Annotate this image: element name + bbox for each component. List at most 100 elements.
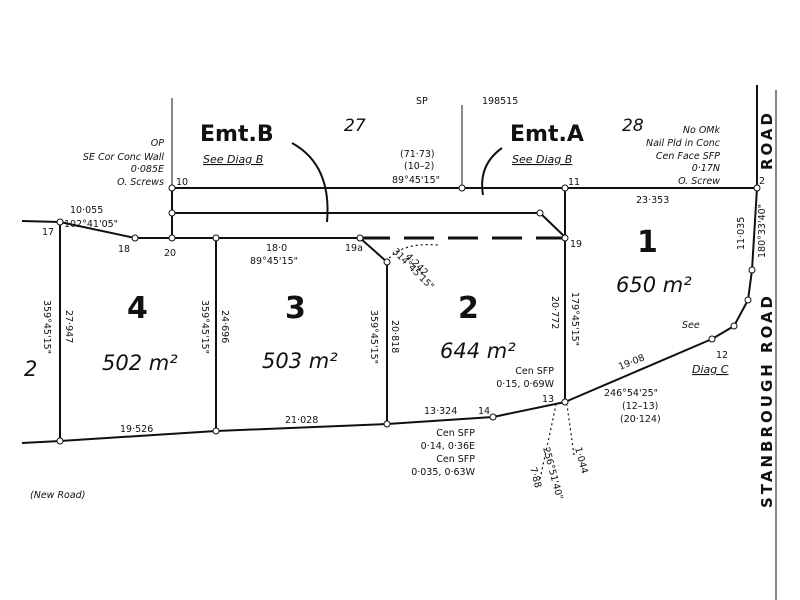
vertical-dims: 359°45'15" 27·947 359°45'15" 24·696 359°… xyxy=(41,204,768,364)
label-point-14: 14 xyxy=(478,406,490,417)
bearing-lot3-west: 359°45'15" xyxy=(199,300,210,354)
op-note-line-1: OP xyxy=(151,138,164,149)
reference-line-19a xyxy=(385,244,439,263)
bearing-east: 180°33'40" xyxy=(757,204,768,258)
bearing-13-ref: 256°51'40" xyxy=(540,446,565,501)
ne-note-line-5: O. Screw xyxy=(678,176,720,187)
boundary-line-19a-diagonal xyxy=(359,237,388,263)
lot-3-area: 503 m² xyxy=(262,349,338,373)
boundary-line-13-12 xyxy=(564,338,713,403)
point-lot4-sw xyxy=(56,437,64,445)
point-lot3-4-n xyxy=(212,234,220,242)
diag-c-ref: Diag C xyxy=(692,363,729,376)
boundary-line-17-18 xyxy=(59,221,136,239)
easement-arrows xyxy=(291,142,503,223)
label-point-17: 17 xyxy=(42,227,54,238)
lot-4-number: 4 xyxy=(127,291,148,326)
label-point-11: 11 xyxy=(568,177,580,188)
sfp14-line-3: Cen SFP xyxy=(436,454,475,465)
point-12 xyxy=(708,335,716,343)
easement-b-label: Emt.B xyxy=(200,122,274,147)
dim-lot2-west: 20·818 xyxy=(389,320,400,353)
ne-note-line-1: No OMk xyxy=(683,125,721,136)
boundary-line-corner-curve xyxy=(711,187,758,340)
boundary-line-south-stub xyxy=(21,440,61,444)
top-annotations: (71·73) (10–2) 89°45'15" 23·353 xyxy=(392,149,669,206)
south-dims: 19·526 21·028 13·324 xyxy=(120,406,457,435)
op-note-line-2: SE Cor Conc Wall xyxy=(83,152,164,163)
lot-4-area: 502 m² xyxy=(102,351,178,375)
point-curve-1 xyxy=(730,322,738,330)
dim-13-ref2: 1·044 xyxy=(572,446,590,475)
point-curve-2 xyxy=(744,296,752,304)
label-point-2: 2 xyxy=(759,176,765,187)
dim-south-lot3: 21·028 xyxy=(285,415,318,426)
lot-3-number: 3 xyxy=(285,291,306,326)
easement-b-arc xyxy=(291,142,329,223)
reference-line-13-b xyxy=(566,404,575,456)
lot-2-area: 644 m² xyxy=(440,339,516,363)
old-dim-13-12-1: (12–13) xyxy=(622,401,658,412)
easement-a-arc xyxy=(481,147,503,196)
sfp14-line-4: 0·035, 0·63W xyxy=(411,467,475,478)
diag-c-see: See xyxy=(682,320,700,331)
point-17 xyxy=(56,218,64,226)
point-19 xyxy=(561,234,569,242)
west-frontage-dims: 10·055 102°41'05" 18·0 89°45'15" xyxy=(64,205,298,267)
ne-note: No OMk Nail Pld in Conc Cen Face SFP 0·1… xyxy=(646,125,721,187)
point-11 xyxy=(561,184,569,192)
label-point-18: 18 xyxy=(118,244,130,255)
point-20 xyxy=(168,234,176,242)
easement-labels: Emt.B See Diag B Emt.A See Diag B xyxy=(200,122,584,166)
point-19a xyxy=(356,234,364,242)
easement-a-ref: See Diag B xyxy=(512,153,572,166)
point-10 xyxy=(168,184,176,192)
dim-south-lot4: 19·526 xyxy=(120,424,153,435)
boundary-line-south-lot4 xyxy=(59,430,217,442)
lot-1-area: 650 m² xyxy=(616,273,692,297)
label-point-13: 13 xyxy=(542,394,554,405)
sfp14-line-2: 0·14, 0·36E xyxy=(421,441,475,452)
point-lot2-3-n xyxy=(383,258,391,266)
point-2 xyxy=(753,184,761,192)
label-point-19: 19 xyxy=(570,239,582,250)
op-note-line-3: 0·085E xyxy=(131,164,164,175)
easement-b-ref: See Diag B xyxy=(203,153,263,166)
lot-labels: 1 650 m² 2 644 m² 3 503 m² 4 502 m² 2 xyxy=(24,225,692,381)
ne-note-line-2: Nail Pld in Conc xyxy=(646,138,721,149)
point-easement-e xyxy=(536,209,544,217)
adjacent-lot-28: 28 xyxy=(622,116,644,136)
label-point-19a: 19a xyxy=(345,243,363,254)
bearing-lot2-west: 359°45'15" xyxy=(368,310,379,364)
lot-1-number: 1 xyxy=(637,225,658,260)
lot-2-number: 2 xyxy=(458,291,479,326)
new-road-label: (New Road) xyxy=(30,490,85,501)
bearing-lot1-west: 179°45'15" xyxy=(569,292,580,346)
op-note: OP SE Cor Conc Wall 0·085E O. Screws xyxy=(83,138,164,188)
point-lot3-4-s xyxy=(212,427,220,435)
op-note-line-4: O. Screws xyxy=(117,177,164,188)
top-bearing: 89°45'15" xyxy=(392,175,440,186)
dim-south-lot2: 13·324 xyxy=(424,406,457,417)
ne-note-line-4: 0·17N xyxy=(692,163,720,174)
label-point-12: 12 xyxy=(716,350,728,361)
sfp13-line-2: 0·15, 0·69W xyxy=(496,379,554,390)
point-lot-line xyxy=(458,184,466,192)
point-lot2-3-s xyxy=(383,420,391,428)
ne-note-line-3: Cen Face SFP xyxy=(656,151,720,162)
top-road-fragment: ROAD xyxy=(758,110,776,170)
sfp13-line-1: Cen SFP xyxy=(515,366,554,377)
sfp-notes: Cen SFP 0·15, 0·69W Cen SFP 0·14, 0·36E … xyxy=(411,366,554,478)
dim-lot3-west: 24·696 xyxy=(219,310,230,343)
dim-20-19a: 18·0 xyxy=(266,243,287,254)
easement-a-label: Emt.A xyxy=(510,122,584,147)
boundary-line-west-stub xyxy=(21,220,61,223)
boundary-line-14-13 xyxy=(492,401,566,418)
bearing-20-19a: 89°45'15" xyxy=(250,256,298,267)
point-13 xyxy=(561,398,569,406)
bearing-lot4-west: 359°45'15" xyxy=(41,300,52,354)
road-labels: STANBROUGH ROAD ROAD (New Road) xyxy=(30,110,776,508)
point-labels: 10 11 2 17 18 20 19a 19 14 13 12 xyxy=(42,176,765,417)
boundary-line-south-lot3 xyxy=(215,423,388,432)
